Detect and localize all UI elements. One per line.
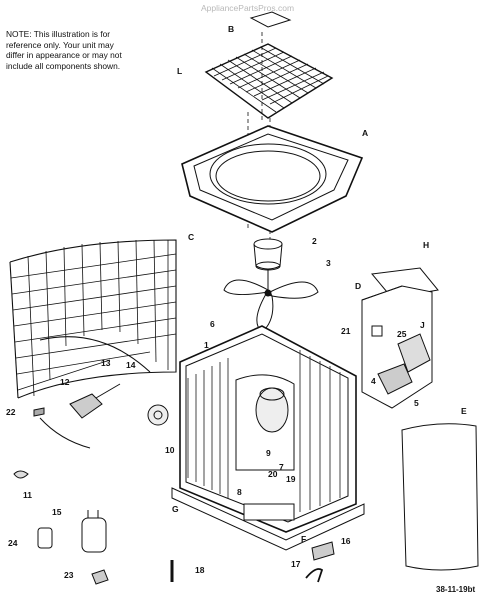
part-15-capacitor [81, 510, 107, 553]
callout-c: C [188, 232, 195, 242]
callout-24: 24 [8, 538, 18, 548]
condenser-unit [147, 325, 365, 551]
part-22-clamp [33, 407, 45, 417]
callout-1: 1 [204, 340, 209, 350]
diagram-code: 38-11-19bt [436, 585, 476, 594]
callout-13: 13 [101, 358, 111, 368]
part-24-capacitor [37, 527, 53, 549]
callout-3: 3 [326, 258, 331, 268]
part-3-fan-blade [223, 270, 319, 333]
callout-l: L [177, 66, 183, 76]
callout-5: 5 [414, 398, 419, 408]
part-e-access-panel [401, 423, 479, 571]
callout-a: A [362, 128, 369, 138]
callout-20: 20 [268, 469, 278, 479]
callout-10: 10 [165, 445, 175, 455]
callout-11: 11 [23, 490, 32, 500]
part-16-valve [311, 541, 335, 561]
callout-h: H [423, 240, 430, 250]
watermark: AppliancePartsPros.com [200, 3, 295, 13]
callout-12: 12 [60, 377, 70, 387]
part-17-hose [305, 568, 324, 583]
part-12-valve [39, 383, 121, 449]
part-d-control-box [361, 285, 433, 409]
callout-15: 15 [52, 507, 62, 517]
callout-14: 14 [126, 360, 136, 370]
callout-b: B [228, 24, 235, 34]
part-b-cap [249, 11, 292, 28]
callout-9: 9 [266, 448, 271, 458]
part-a-top-panel [181, 125, 364, 233]
callout-18: 18 [195, 565, 205, 575]
part-c-wire-guard [9, 239, 177, 399]
callout-d: D [355, 281, 362, 291]
callout-f: F [301, 534, 307, 544]
callout-7: 7 [279, 462, 284, 472]
callout-16: 16 [341, 536, 351, 546]
callout-6: 6 [210, 319, 215, 329]
callout-25: 25 [397, 329, 407, 339]
callout-17: 17 [291, 559, 301, 569]
callout-21: 21 [341, 326, 351, 336]
callout-e: E [461, 406, 467, 416]
part-2-fan-motor [253, 238, 283, 271]
part-l-top-grille [204, 43, 334, 119]
callout-g: G [172, 504, 179, 514]
callout-23: 23 [64, 570, 74, 580]
callout-4: 4 [371, 376, 376, 386]
disclaimer-note: NOTE: This illustration is for reference… [6, 29, 122, 71]
callout-2: 2 [312, 236, 317, 246]
callout-19: 19 [286, 474, 296, 484]
part-23-strap [91, 569, 109, 585]
callout-8: 8 [237, 487, 242, 497]
callout-j: J [420, 320, 425, 330]
part-11-fitting [13, 470, 29, 479]
callout-22: 22 [6, 407, 16, 417]
